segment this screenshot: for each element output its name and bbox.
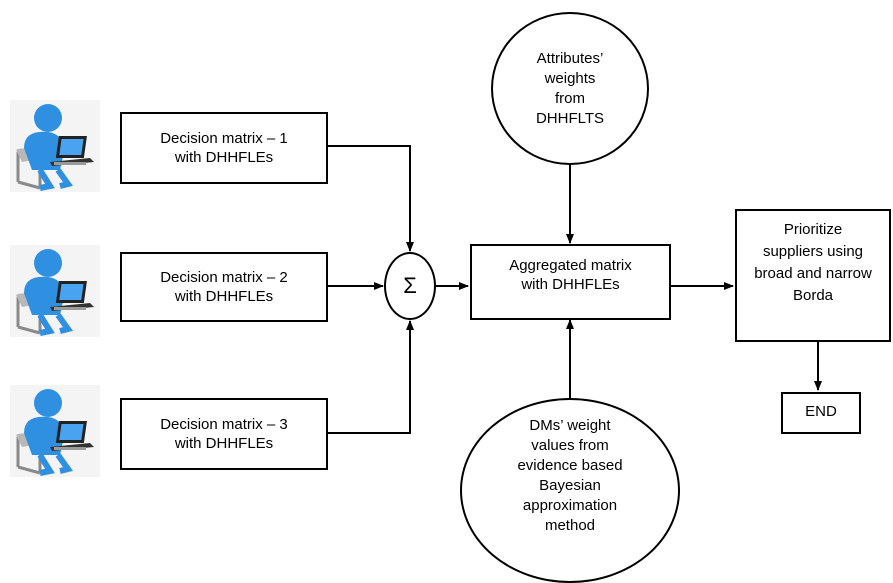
end-box: END	[781, 392, 861, 434]
prioritize-suppliers-box: Prioritize suppliers using broad and nar…	[735, 209, 891, 342]
decision-matrix-1-box: Decision matrix – 1 with DHHFLEs	[120, 112, 328, 184]
end-label: END	[805, 403, 837, 420]
sigma-symbol: Σ	[403, 273, 417, 298]
aggregated-matrix-subtitle: with DHHFLEs	[521, 276, 620, 293]
decision-matrix-3-subtitle: with DHHFLEs	[174, 435, 274, 452]
dm-weights-line-4: Bayesian	[539, 477, 601, 494]
attributes-weights-line-1: Attributes’	[536, 49, 604, 67]
prioritize-line-4: Borda	[792, 287, 834, 304]
prioritize-line-1: Prioritize	[783, 221, 843, 238]
dm-weights-line-1: DMs’ weight	[529, 417, 611, 434]
decision-matrix-1-subtitle: with DHHFLEs	[174, 149, 274, 166]
user-at-laptop-icon	[10, 245, 100, 337]
user-at-laptop-icon	[10, 100, 100, 192]
arrow-dm1-to-sum	[328, 145, 414, 252]
dm-weights-circle: DMs’ weight values from evidence based B…	[460, 398, 680, 583]
prioritize-line-2: suppliers using	[762, 243, 864, 260]
decision-matrix-2-title: Decision matrix – 2	[160, 269, 288, 286]
decision-matrix-1-title: Decision matrix – 1	[160, 130, 288, 147]
dm-weights-line-5: approximation	[522, 497, 618, 514]
aggregated-matrix-box: Aggregated matrix with DHHFLEs	[470, 244, 671, 320]
aggregated-matrix-title: Aggregated matrix	[509, 257, 632, 274]
decision-matrix-3-title: Decision matrix – 3	[160, 416, 288, 433]
decision-matrix-3-box: Decision matrix – 3 with DHHFLEs	[120, 398, 328, 470]
decision-matrix-2-subtitle: with DHHFLEs	[174, 288, 274, 305]
attributes-weights-line-4: DHHFLTS	[535, 109, 605, 127]
summation-node: Σ	[384, 252, 436, 320]
attributes-weights-line-3: from	[555, 89, 585, 107]
prioritize-line-3: broad and narrow	[754, 265, 872, 282]
decision-matrix-2-box: Decision matrix – 2 with DHHFLEs	[120, 252, 328, 322]
arrow-dm3-to-sum	[328, 320, 414, 434]
attributes-weights-line-2: weights	[544, 69, 596, 87]
dm-weights-line-3: evidence based	[517, 457, 623, 474]
dm-weights-line-6: method	[544, 517, 596, 534]
dm-weights-line-2: values from	[531, 437, 609, 454]
attributes-weights-circle: Attributes’ weights from DHHFLTS	[491, 12, 649, 165]
user-at-laptop-icon	[10, 385, 100, 477]
